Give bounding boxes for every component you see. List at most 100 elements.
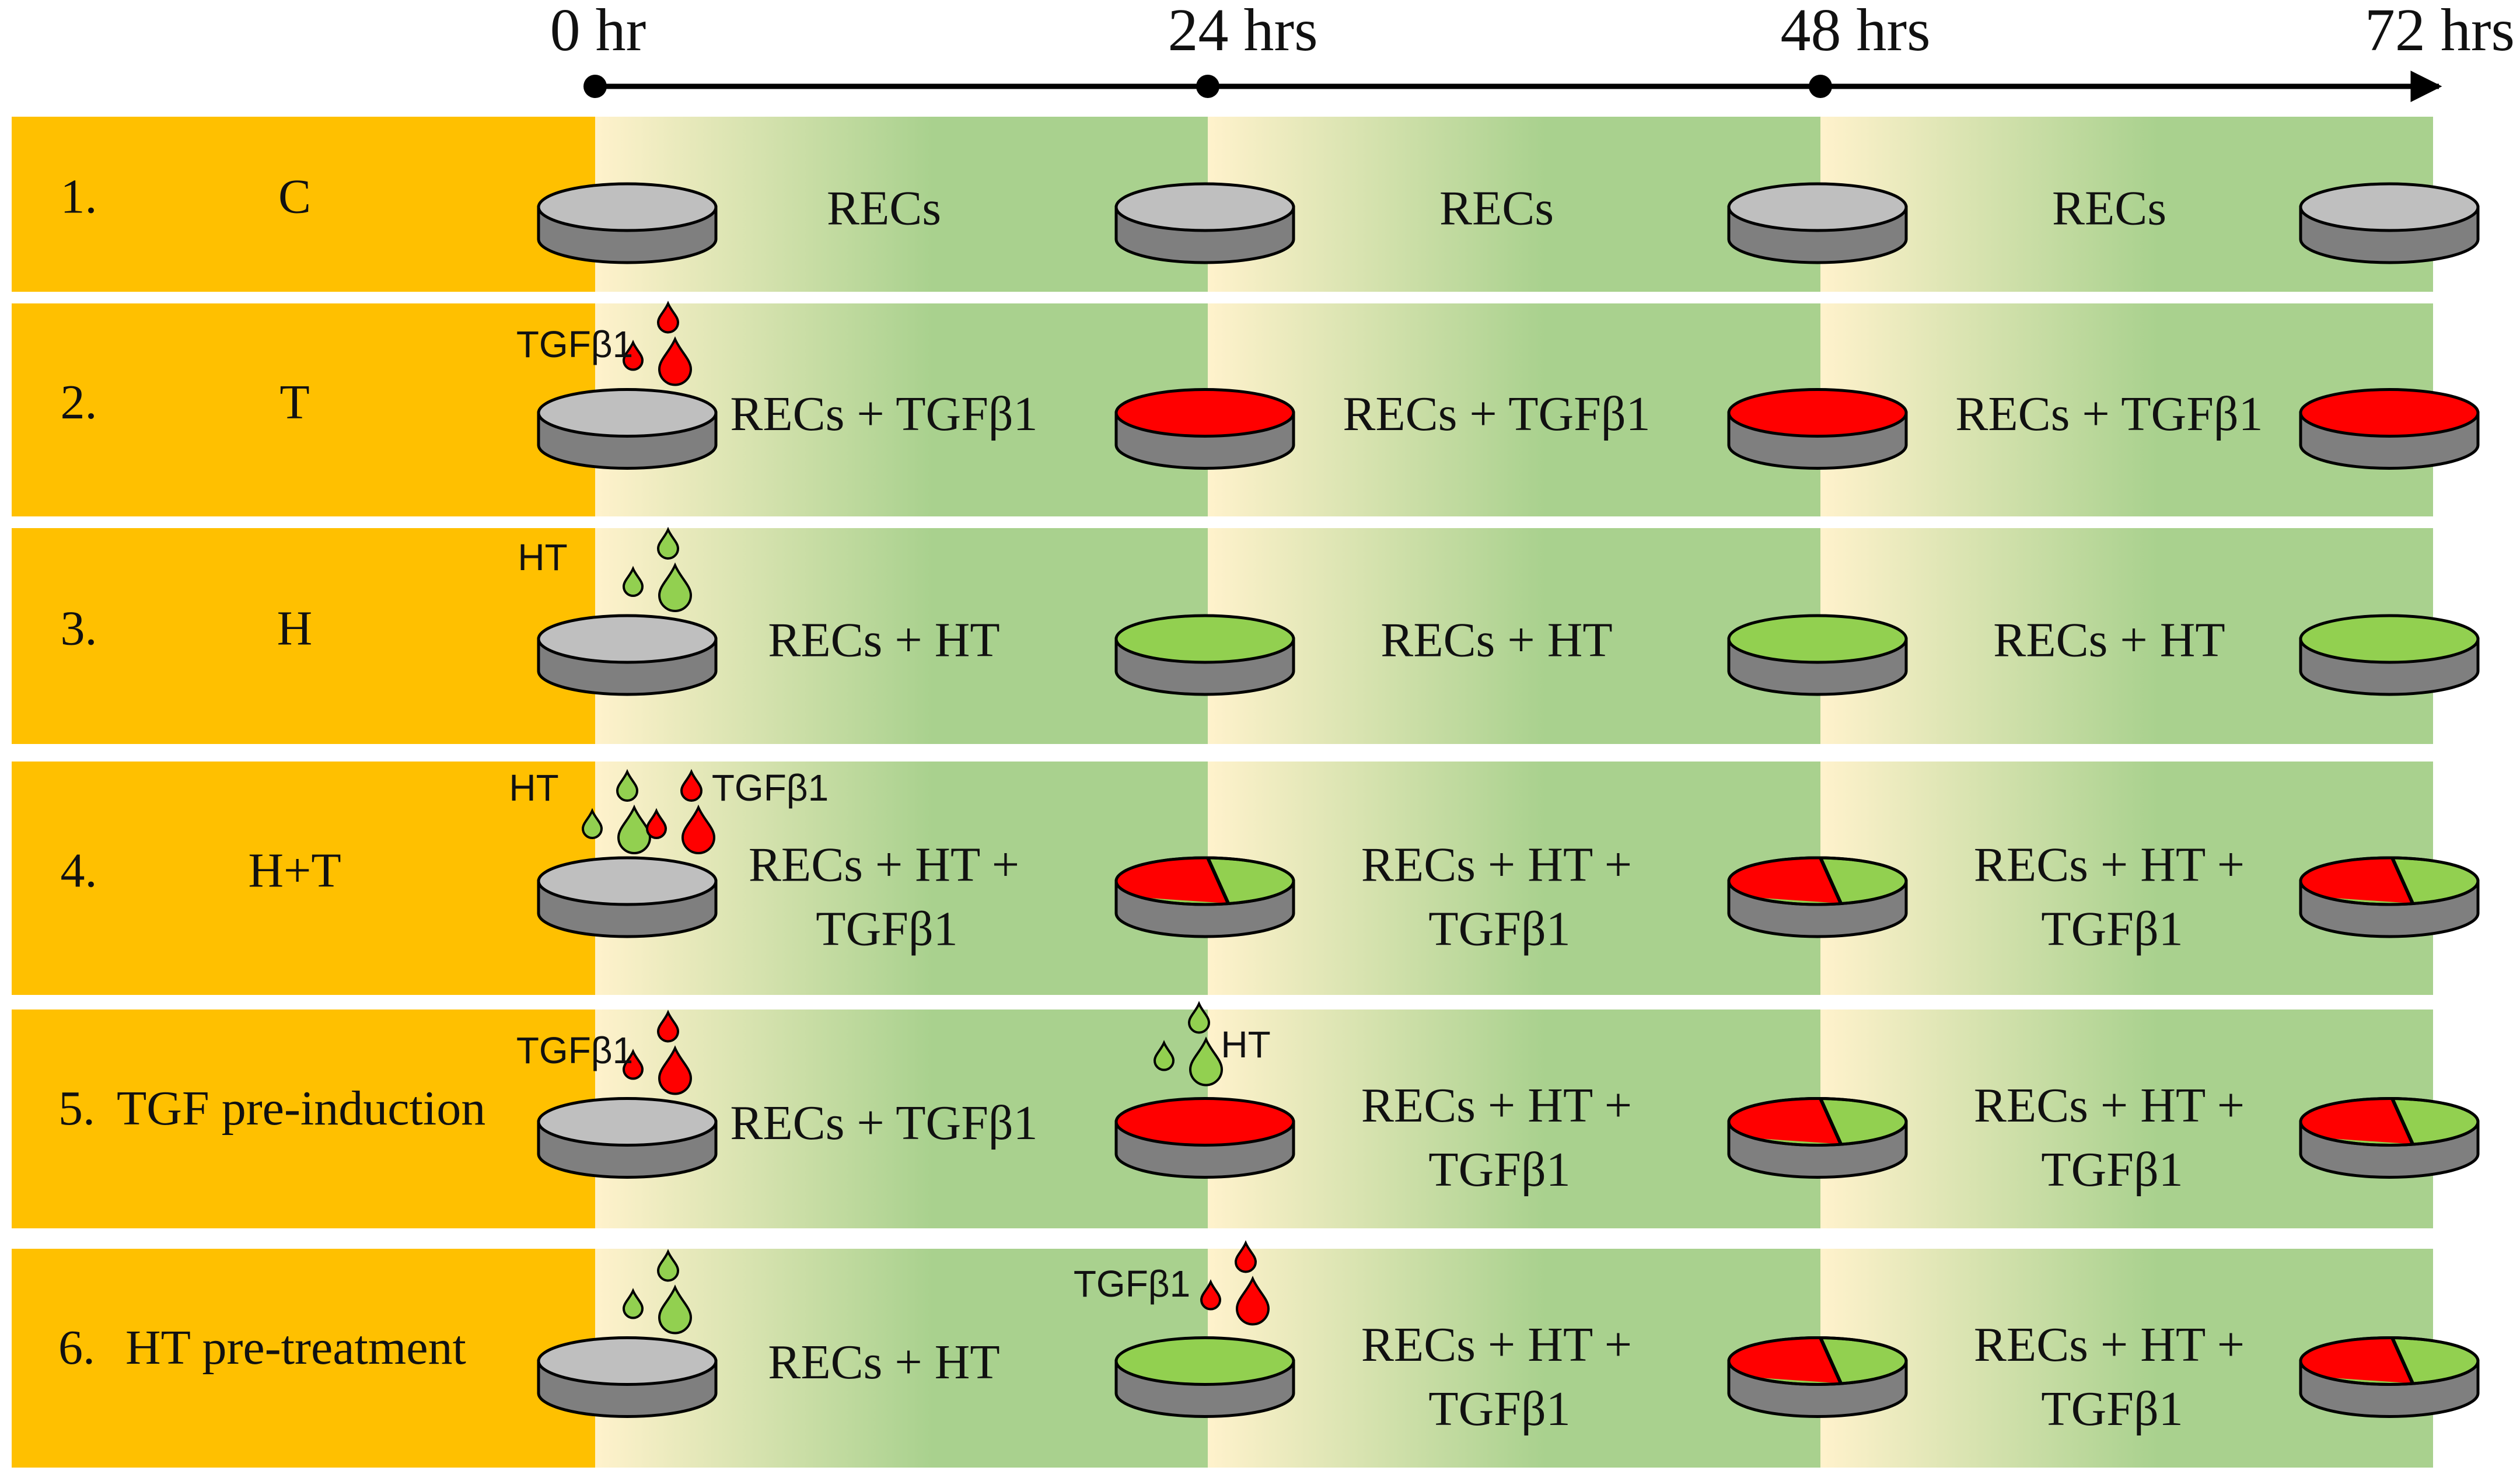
period-band <box>1208 762 1820 995</box>
group-number: 2. <box>61 375 97 429</box>
dish-tgf-sector <box>2301 1098 2413 1144</box>
treatment-label: RECs + HT + <box>1361 1078 1632 1133</box>
dish-top <box>537 388 718 438</box>
group-name: H+T <box>248 843 341 897</box>
culture-dish-ht <box>1114 614 1295 696</box>
treatment-label: RECs + TGFβ1 <box>730 387 1037 441</box>
dish-top <box>537 856 718 906</box>
dish-divider <box>2390 1098 2414 1145</box>
ht-droplets-icon <box>622 1249 693 1335</box>
dish-top <box>537 1336 718 1386</box>
droplet <box>622 1049 644 1080</box>
dish-top <box>537 1097 718 1147</box>
droplet <box>581 808 603 839</box>
treatment-label: TGFβ1 <box>1428 902 1570 956</box>
dish-divider <box>2390 857 2414 904</box>
droplet <box>622 1288 644 1319</box>
group-name: C <box>278 169 311 223</box>
treatment-label: TGFβ1 <box>2041 1143 2183 1197</box>
treatment-label: RECs + HT + <box>1361 837 1632 892</box>
droplet <box>645 808 667 839</box>
dish-tgf-sector <box>2301 1337 2413 1384</box>
group-name: TGF pre-induction <box>117 1081 485 1136</box>
period-band <box>1208 117 1820 292</box>
culture-dish-mixed <box>2299 856 2480 938</box>
culture-dish-mixed <box>1727 1336 1908 1418</box>
group-label-panel <box>12 762 595 995</box>
culture-dish-empty <box>1114 182 1295 264</box>
dish-top <box>1727 182 1908 232</box>
treatment-label: RECs + TGFβ1 <box>1955 387 2263 441</box>
dish-tgf-sector <box>2301 857 2413 903</box>
dish-tgf-sector <box>1729 857 1841 903</box>
culture-dish-mixed <box>1727 856 1908 938</box>
period-band <box>1208 1249 1820 1468</box>
timepoint-label: 24 hrs <box>1168 0 1317 64</box>
ht-droplets-icon <box>1153 1001 1224 1087</box>
dish-rim <box>2299 1097 2480 1147</box>
group-name: HT pre-treatment <box>125 1321 466 1375</box>
dish-rim <box>1727 1097 1908 1147</box>
timepoint-label: 0 hr <box>550 0 646 64</box>
culture-dish-tgf <box>1727 388 1908 470</box>
droplet <box>656 1249 680 1282</box>
dish-tgf-sector <box>1729 1337 1841 1384</box>
treatment-label: RECs + HT + <box>1974 1318 2245 1372</box>
dish-rim <box>1114 856 1295 906</box>
dish-top <box>1114 1097 1295 1147</box>
culture-dish-empty <box>2299 182 2480 264</box>
treatment-label: TGFβ1 <box>2041 902 2183 956</box>
group-label-panel <box>12 1249 595 1468</box>
dish-top <box>1114 1336 1295 1386</box>
ht-droplet-label: HT <box>518 536 567 578</box>
culture-dish-empty <box>537 388 718 470</box>
dish-top <box>537 182 718 232</box>
tgf-droplet-label: TGFβ1 <box>516 323 633 365</box>
droplet <box>1189 1036 1224 1087</box>
droplet <box>658 336 693 386</box>
tgf-droplet-label: TGFβ1 <box>712 767 829 809</box>
group-label-panel <box>12 117 595 292</box>
timepoint-dot <box>1809 75 1832 98</box>
treatment-label: RECs + HT + <box>1974 837 2245 892</box>
culture-dish-mixed <box>2299 1097 2480 1179</box>
droplet <box>680 769 703 802</box>
timepoint-dot <box>1196 75 1219 98</box>
tgf-droplets-icon <box>645 769 716 854</box>
droplet <box>1235 1276 1270 1326</box>
culture-dish-mixed <box>1727 1097 1908 1179</box>
timepoint-label: 48 hrs <box>1780 0 1930 64</box>
droplet <box>616 769 639 802</box>
treatment-label: TGFβ1 <box>1428 1382 1570 1436</box>
group-number: 1. <box>61 169 97 223</box>
droplet <box>1153 1040 1175 1071</box>
treatment-label: RECs + TGFβ1 <box>1343 387 1650 441</box>
treatment-label: RECs <box>2052 181 2166 235</box>
treatment-label: RECs + HT <box>1380 613 1612 667</box>
group-number: 4. <box>61 843 97 897</box>
treatment-label: RECs + HT + <box>1361 1318 1632 1372</box>
culture-dish-tgf <box>1114 388 1295 470</box>
droplet <box>656 301 680 334</box>
dish-top <box>2299 388 2480 438</box>
droplet <box>658 1284 693 1335</box>
dish-rim <box>2299 1336 2480 1386</box>
culture-dish-tgf <box>2299 388 2480 470</box>
culture-dish-ht <box>1727 614 1908 696</box>
droplet <box>656 526 680 560</box>
dish-top <box>537 614 718 664</box>
group-number: 6. <box>58 1321 95 1375</box>
tgf-droplet-label: TGFβ1 <box>516 1029 633 1071</box>
period-band <box>1208 1010 1820 1228</box>
group-label-panel <box>12 1010 595 1228</box>
ht-droplet-label: HT <box>509 767 558 809</box>
droplet <box>1187 1001 1211 1034</box>
droplet <box>656 1010 680 1043</box>
